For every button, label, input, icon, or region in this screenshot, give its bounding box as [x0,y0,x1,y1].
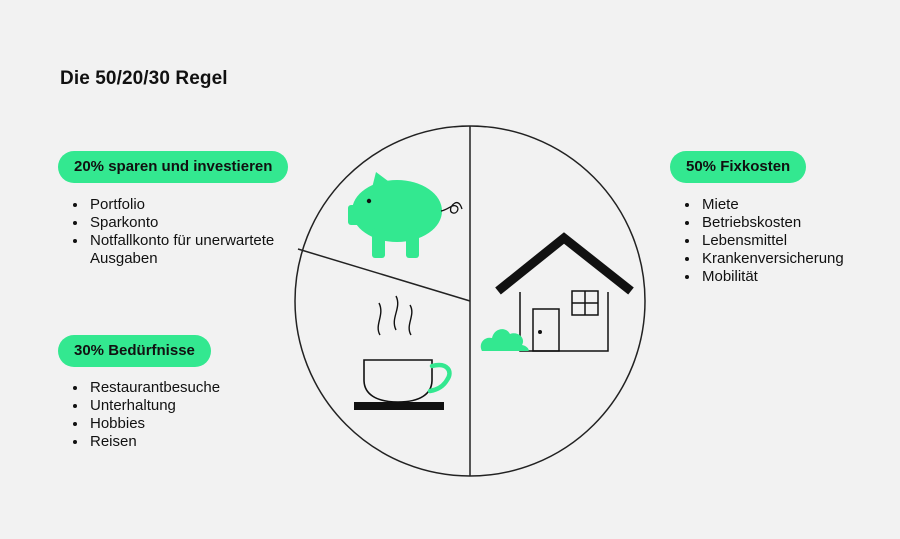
list-item: Hobbies [88,415,298,433]
piggy-bank-icon [348,172,463,258]
coffee-cup-icon [354,295,452,410]
list-item: Reisen [88,433,298,451]
wants-label: 30% Bedürfnisse [58,335,211,367]
list-item: Lebensmittel [700,232,900,250]
list-item: Sparkonto [88,214,298,232]
list-item: Portfolio [88,196,298,214]
savings-list: Portfolio Sparkonto Notfallkonto für une… [64,196,298,268]
pie-divider-diagonal [297,248,471,302]
list-item: Unterhaltung [88,397,298,415]
fixed-costs-label: 50% Fixkosten [670,151,807,183]
list-item: Notfallkonto für unerwartete Ausgaben [88,232,298,268]
page-title: Die 50/20/30 Regel [60,68,228,89]
wants-list: Restaurantbesuche Unterhaltung Hobbies R… [64,379,298,451]
list-item: Betriebskosten [700,214,900,232]
list-item: Restaurantbesuche [88,379,298,397]
list-item: Krankenversicherung [700,250,900,268]
list-item: Mobilität [700,268,900,286]
list-item: Miete [700,196,900,214]
fixed-costs-list: Miete Betriebskosten Lebensmittel Kranke… [676,196,900,286]
savings-label: 20% sparen und investieren [58,151,289,183]
house-icon [480,232,634,352]
